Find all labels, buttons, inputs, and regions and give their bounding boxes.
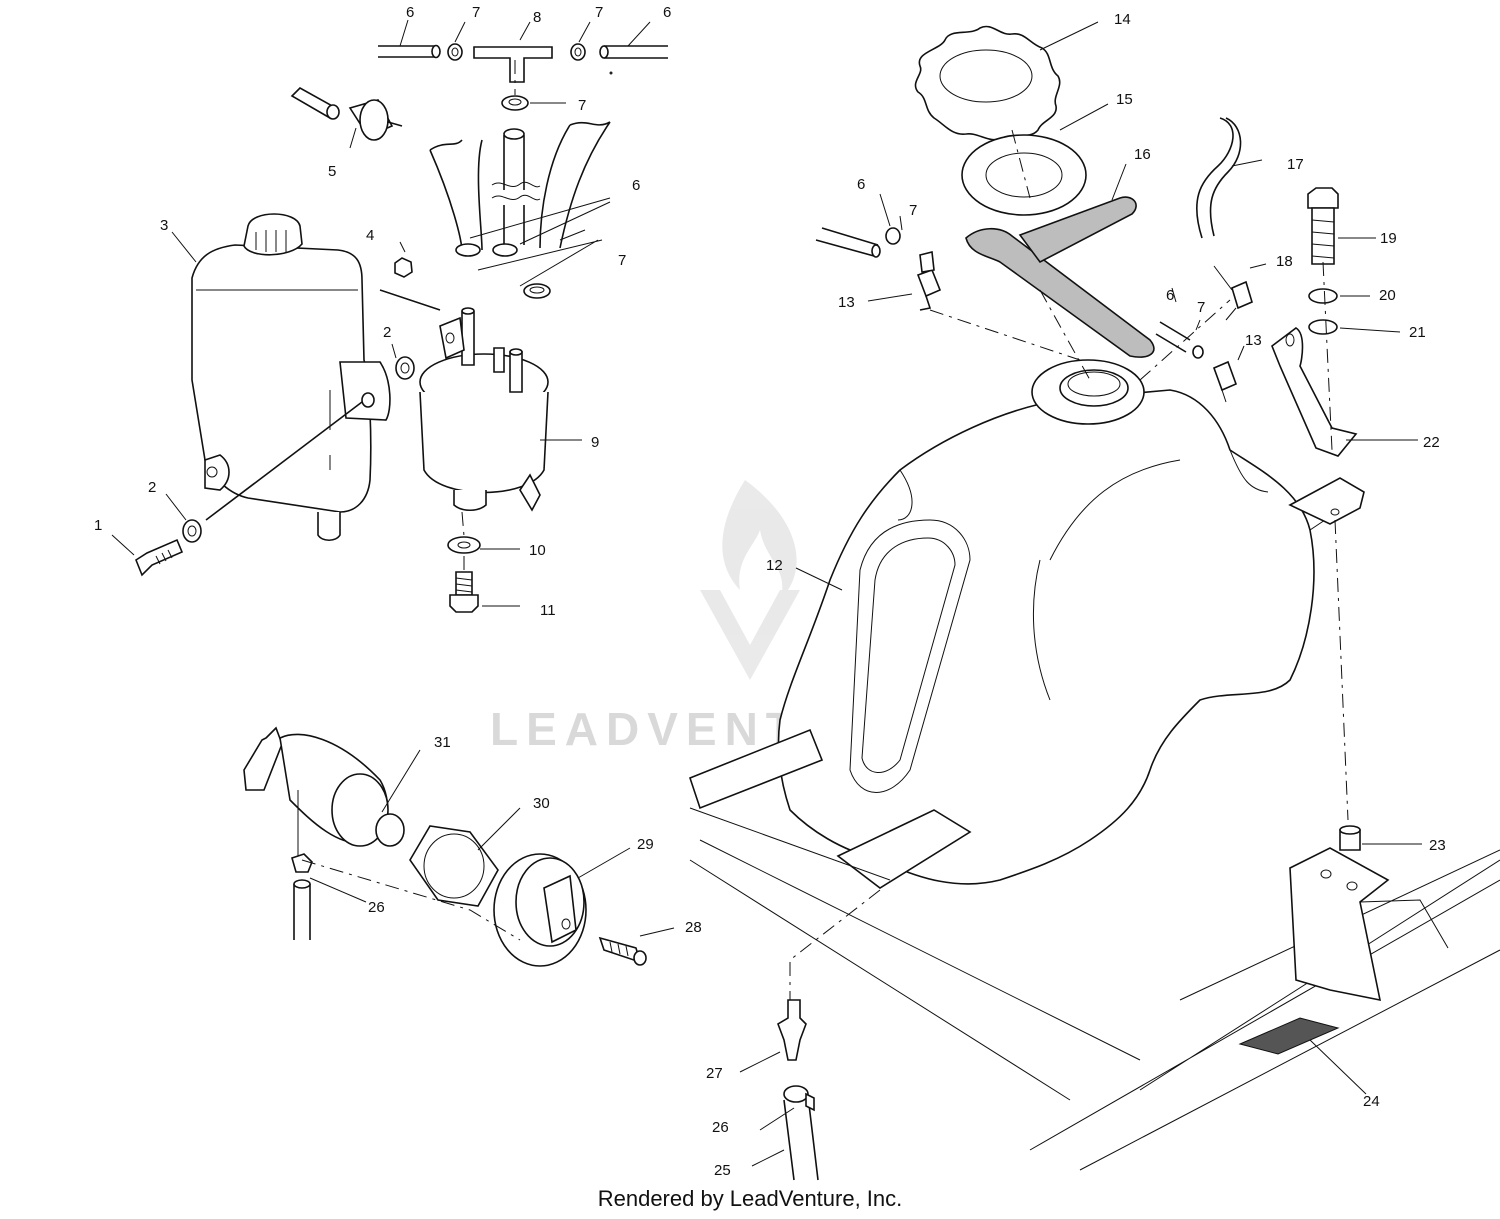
callout-9: 9 [591, 434, 599, 451]
vent-hose-part-17 [1195, 117, 1242, 239]
callout-6: 6 [663, 4, 671, 21]
callout-30: 30 [533, 795, 550, 812]
callout-21: 21 [1409, 324, 1426, 341]
callout-26: 26 [712, 1119, 729, 1136]
callout-29: 29 [637, 836, 654, 853]
callout-6: 6 [857, 176, 865, 193]
callout-13: 13 [838, 294, 855, 311]
fitting-part-13-right [1212, 360, 1238, 403]
callout-1: 1 [94, 517, 102, 534]
callout-7: 7 [472, 4, 480, 21]
bolt-part-19 [1307, 187, 1339, 265]
leader-lines [111, 19, 1422, 1167]
callout-7: 7 [618, 252, 626, 269]
hose-tee-assembly [378, 43, 668, 299]
callout-28: 28 [685, 919, 702, 936]
foam-strip-part-16 [965, 196, 1155, 358]
fuel-tank-part-12 [777, 359, 1365, 885]
callout-19: 19 [1380, 230, 1397, 247]
fitting-part-18 [1213, 265, 1253, 321]
bracket-part-22 [1271, 327, 1358, 457]
fitting-part-13-left [916, 251, 942, 311]
callout-13: 13 [1245, 332, 1262, 349]
callout-15: 15 [1116, 91, 1133, 108]
callout-23: 23 [1429, 837, 1446, 854]
frame-rails [689, 728, 1500, 1171]
callout-16: 16 [1134, 146, 1151, 163]
washer-part-20 [1308, 288, 1338, 304]
callout-11: 11 [540, 602, 556, 619]
fuel-filter-part-9 [419, 307, 549, 512]
callout-10: 10 [529, 542, 546, 559]
callout-6: 6 [1166, 287, 1174, 304]
callout-14: 14 [1114, 11, 1131, 28]
footer-credit: Rendered by LeadVenture, Inc. [597, 1186, 903, 1211]
hose-part-6-right [1155, 321, 1204, 359]
nut-part-30 [409, 825, 499, 907]
washer-part-2-lower [182, 519, 202, 543]
washer-part-21 [1308, 319, 1338, 335]
callout-27: 27 [706, 1065, 723, 1082]
callout-18: 18 [1276, 253, 1293, 270]
alignment-lines [301, 60, 1349, 1000]
watermark-logo [700, 480, 800, 680]
washer-part-2-upper-hole [400, 362, 410, 374]
callout-2: 2 [148, 479, 156, 496]
callout-2: 2 [383, 324, 391, 341]
callout-6: 6 [632, 177, 640, 194]
callout-6: 6 [406, 4, 414, 21]
callout-7: 7 [909, 202, 917, 219]
gas-cap-part-14 [914, 25, 1061, 141]
washer-part-10 [447, 536, 481, 554]
inline-filter-part-5 [290, 87, 403, 141]
washer-part-2-upper [395, 356, 415, 380]
petcock-part-27 [777, 999, 807, 1061]
foam-pad-part-24 [1238, 1017, 1340, 1055]
callout-3: 3 [160, 217, 168, 234]
nut-part-4 [379, 257, 441, 311]
washer-part-2-lower-hole [187, 525, 197, 537]
bolt-part-1 [135, 538, 184, 577]
callout-26: 26 [368, 899, 385, 916]
callout-4: 4 [366, 227, 374, 244]
callout-12: 12 [766, 557, 783, 574]
callout-24: 24 [1363, 1093, 1380, 1110]
callout-7: 7 [578, 97, 586, 114]
callout-22: 22 [1423, 434, 1440, 451]
callout-25: 25 [714, 1162, 731, 1179]
spacer-part-23 [1339, 825, 1361, 851]
callout-7: 7 [1197, 299, 1205, 316]
gasket-part-15 [961, 134, 1087, 216]
leader-bolt-line [205, 401, 363, 521]
callout-20: 20 [1379, 287, 1396, 304]
hose-part-25 [783, 1085, 819, 1181]
clamp-part-26-upper [291, 853, 313, 940]
callout-labels: 6 7 8 7 6 7 5 6 3 4 7 2 9 2 1 10 11 14 1… [94, 4, 1446, 1179]
callout-31: 31 [434, 734, 451, 751]
screw-part-28 [598, 936, 647, 966]
callout-17: 17 [1287, 156, 1304, 173]
mount-part-29 [493, 853, 587, 967]
oil-reservoir-part-3 [191, 213, 391, 542]
hose-part-6-tank [815, 227, 901, 258]
callout-5: 5 [328, 163, 336, 180]
callout-7: 7 [595, 4, 603, 21]
bolt-part-11 [449, 571, 479, 613]
callout-8: 8 [533, 9, 541, 26]
fuel-pump-part-31 [243, 726, 405, 860]
